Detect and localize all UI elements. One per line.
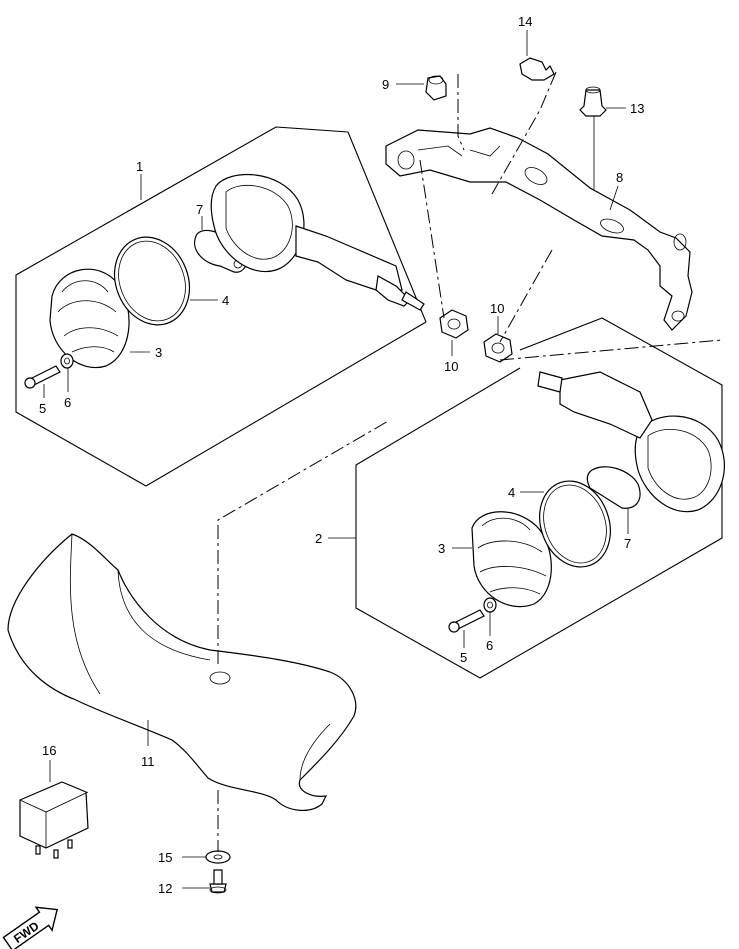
grommet-part [425, 75, 447, 101]
right-screw-part [448, 609, 485, 633]
group-box-left-signal [15, 126, 427, 487]
right-housing-part [537, 371, 725, 513]
leader-lines [43, 30, 629, 889]
label-part-7-right: 7 [624, 536, 631, 551]
right-gasket-part [539, 480, 611, 568]
label-part-4-left: 4 [222, 293, 229, 308]
label-part-12: 12 [158, 881, 172, 896]
front-cover-part [7, 533, 357, 811]
label-part-9: 9 [382, 77, 389, 92]
washer-15-part [205, 850, 231, 864]
screw-12-part [209, 869, 227, 894]
nut-left-part [439, 309, 469, 339]
right-bulb-part [586, 466, 641, 509]
bracket-part [385, 127, 693, 331]
bolt-14-part [519, 57, 555, 81]
label-part-7-left: 7 [196, 202, 203, 217]
label-part-2: 2 [315, 531, 322, 546]
label-part-10-left: 10 [444, 359, 458, 374]
label-part-6-right: 6 [486, 638, 493, 653]
right-lens-part [471, 511, 552, 608]
label-part-5-right: 5 [460, 650, 467, 665]
fwd-arrow-icon: FWD [2, 906, 59, 949]
left-gasket-part [114, 236, 190, 326]
left-screw-part [24, 365, 61, 389]
label-part-5-left: 5 [39, 401, 46, 416]
right-washer-part [483, 597, 497, 613]
left-washer-part [60, 353, 74, 369]
left-housing-part [210, 174, 425, 311]
label-part-4-right: 4 [508, 485, 515, 500]
group-box-right-signal [355, 317, 723, 679]
label-part-1: 1 [136, 159, 143, 174]
relay-part [19, 781, 89, 859]
label-part-3-right: 3 [438, 541, 445, 556]
nut-right-part [483, 333, 513, 363]
label-part-10-right: 10 [490, 301, 504, 316]
label-part-6-left: 6 [64, 395, 71, 410]
label-part-16: 16 [42, 743, 56, 758]
assembly-lines [217, 71, 723, 852]
label-part-13: 13 [630, 101, 644, 116]
label-part-8: 8 [616, 170, 623, 185]
label-part-14: 14 [518, 14, 532, 29]
collar-part [579, 86, 607, 117]
label-part-11: 11 [141, 754, 155, 769]
label-part-15: 15 [158, 850, 172, 865]
label-part-3-left: 3 [155, 345, 162, 360]
